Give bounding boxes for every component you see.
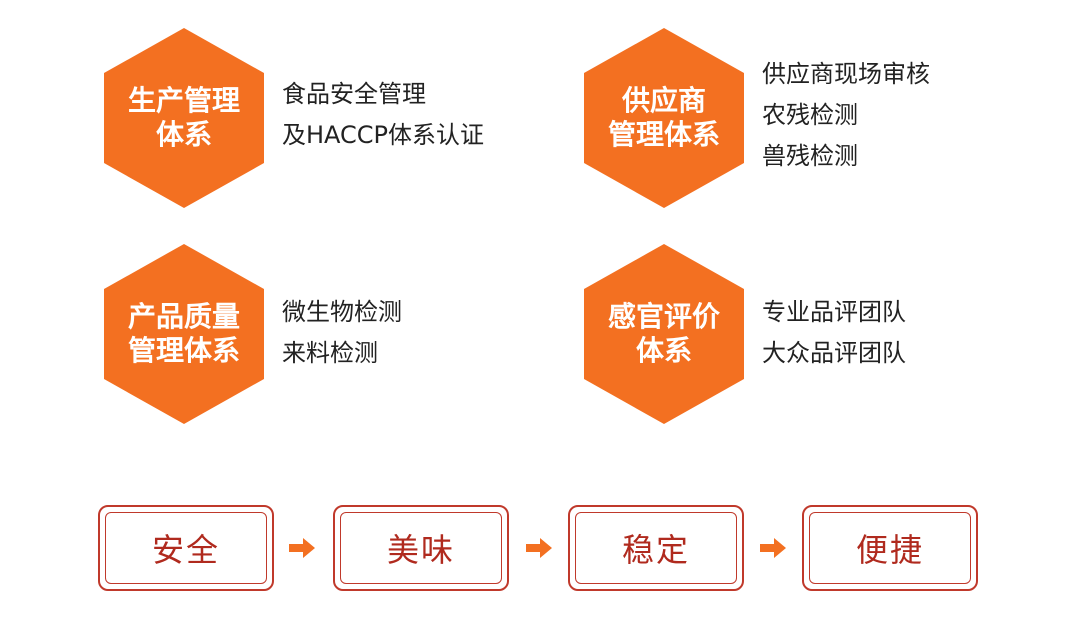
- item-list-supplier: 供应商现场审核 农残检测 兽残检测: [762, 54, 930, 177]
- list-item: 专业品评团队: [762, 298, 906, 326]
- list-item: 兽残检测: [762, 142, 858, 170]
- list-item: 微生物检测: [282, 298, 402, 326]
- quality-box-label: 安全: [151, 531, 220, 569]
- quality-box-stability: 稳定: [568, 505, 744, 591]
- hexagon-title-line: 管理体系: [607, 118, 720, 151]
- hexagon-sensory-evaluation: 感官评价 体系: [584, 244, 744, 424]
- list-item: 大众品评团队: [762, 339, 906, 367]
- hexagon-product-quality: 产品质量 管理体系: [104, 244, 264, 424]
- quality-box-inner-border: [105, 512, 267, 584]
- hexagon-title: 产品质量 管理体系: [114, 300, 254, 368]
- quality-box-label: 美味: [386, 531, 455, 569]
- list-item: 食品安全管理: [282, 80, 426, 108]
- hexagon-title-line: 感官评价: [607, 300, 720, 333]
- list-item: 来料检测: [282, 339, 378, 367]
- hexagon-title: 感官评价 体系: [594, 300, 734, 368]
- hexagon-title-line: 生产管理: [127, 84, 240, 117]
- quality-box-convenience: 便捷: [802, 505, 978, 591]
- item-list-production: 食品安全管理 及HACCP体系认证: [282, 74, 484, 156]
- hexagon-supplier-management: 供应商 管理体系: [584, 28, 744, 208]
- hexagon-production-management: 生产管理 体系: [104, 28, 264, 208]
- quality-box-safety: 安全: [98, 505, 274, 591]
- hexagon-title-line: 产品质量: [127, 300, 240, 333]
- quality-box-inner-border: [340, 512, 502, 584]
- hexagon-title: 生产管理 体系: [114, 84, 254, 152]
- hexagon-title-line: 体系: [155, 118, 212, 151]
- quality-box-label: 稳定: [621, 531, 690, 569]
- quality-box-inner-border: [809, 512, 971, 584]
- hexagon-title: 供应商 管理体系: [594, 84, 734, 152]
- quality-box-label: 便捷: [855, 531, 924, 569]
- list-item: 供应商现场审核: [762, 60, 930, 88]
- arrow-right-icon: [760, 538, 786, 558]
- list-item: 农残检测: [762, 101, 858, 129]
- arrow-right-icon: [289, 538, 315, 558]
- item-list-sensory: 专业品评团队 大众品评团队: [762, 292, 906, 374]
- quality-box-taste: 美味: [333, 505, 509, 591]
- hexagon-title-line: 体系: [635, 334, 692, 367]
- quality-box-inner-border: [575, 512, 737, 584]
- arrow-right-icon: [526, 538, 552, 558]
- item-list-product-quality: 微生物检测 来料检测: [282, 292, 402, 374]
- hexagon-title-line: 供应商: [621, 84, 706, 117]
- list-item: 及HACCP体系认证: [282, 121, 485, 149]
- hexagon-title-line: 管理体系: [127, 334, 240, 367]
